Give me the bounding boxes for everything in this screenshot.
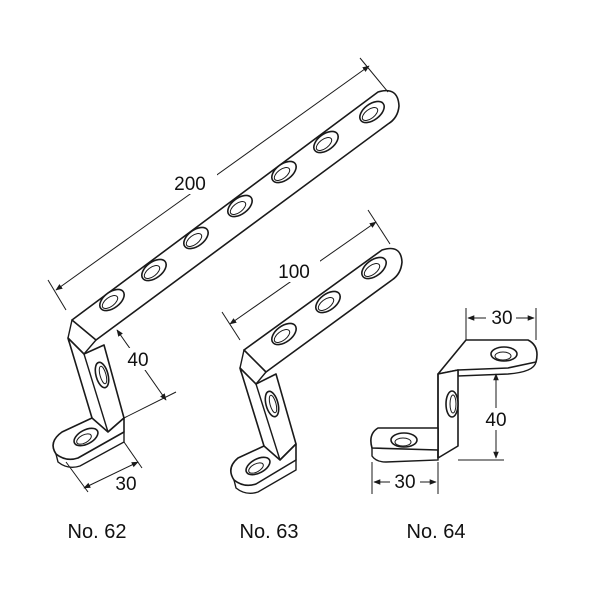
bracket-no62: 200 40 30: [47, 57, 400, 495]
no62-length-dimension: 200: [47, 57, 389, 311]
no64-foot-dimension: 30: [371, 462, 439, 494]
no63-length-label: 100: [278, 262, 310, 283]
bracket-no64: 30 40 30: [370, 306, 538, 494]
no62-foot-dimension: 30: [65, 441, 143, 495]
label-no63: No. 63: [240, 521, 299, 543]
no63-web: [239, 367, 297, 461]
no62-web: [67, 337, 125, 433]
no64-height-label: 40: [485, 410, 506, 431]
label-no64: No. 64: [407, 521, 466, 543]
no64-height-dimension: 40: [458, 373, 512, 461]
no62-length-label: 200: [174, 174, 206, 195]
no64-holes: [390, 346, 518, 448]
no64-foot-label: 30: [394, 472, 415, 493]
no62-foot-label: 30: [115, 474, 136, 495]
label-no62: No. 62: [68, 521, 127, 543]
no64-top-flange: [437, 339, 538, 375]
no63-length-dimension: 100: [221, 209, 391, 341]
bracket-no63: 100: [221, 209, 403, 495]
no64-top-dimension: 30: [465, 306, 537, 340]
no62-height-dimension: 40: [116, 329, 177, 419]
no62-height-label: 40: [127, 350, 148, 371]
no64-top-label: 30: [491, 308, 512, 329]
